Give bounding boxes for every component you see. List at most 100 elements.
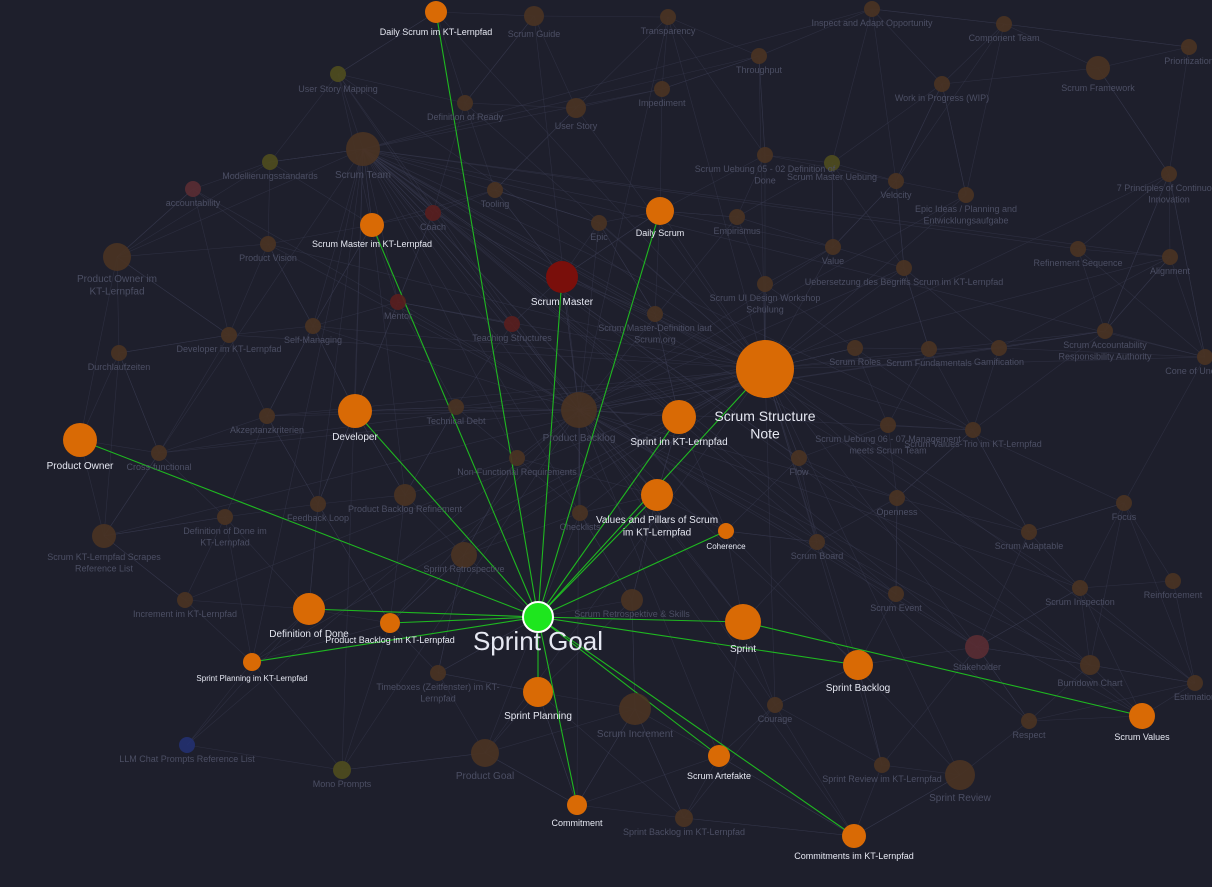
node-scrum-master-kt[interactable] bbox=[360, 213, 384, 237]
node-label-feedback-loop[interactable]: Feedback Loop bbox=[287, 513, 349, 523]
node-label-scrum-fundamentals[interactable]: Scrum Fundamentals bbox=[886, 358, 972, 368]
node-focus[interactable] bbox=[1116, 495, 1132, 511]
node-scrum-events[interactable] bbox=[888, 586, 904, 602]
node-label-openness[interactable]: Openness bbox=[876, 507, 918, 517]
node-label-velocity[interactable]: Velocity bbox=[880, 190, 912, 200]
node-label-product-backlog-kt[interactable]: Product Backlog im KT-Lernpfad bbox=[325, 635, 455, 645]
node-label-sprint-retrospective[interactable]: Sprint Retrospective bbox=[423, 564, 504, 574]
node-label-epic[interactable]: Epic bbox=[590, 232, 608, 242]
node-label-scrum-guide[interactable]: Scrum Guide bbox=[508, 29, 561, 39]
node-label-throughput[interactable]: Throughput bbox=[736, 65, 783, 75]
node-commitments-kt[interactable] bbox=[842, 824, 866, 848]
node-llm-chat-prompts[interactable] bbox=[179, 737, 195, 753]
node-throughput[interactable] bbox=[751, 48, 767, 64]
node-label-self-managing[interactable]: Self-Managing bbox=[284, 335, 342, 345]
node-label-burndown-chart[interactable]: Burndown Chart bbox=[1057, 678, 1123, 688]
node-label-component-team[interactable]: Component Team bbox=[969, 33, 1040, 43]
node-label-impediment[interactable]: Impediment bbox=[638, 98, 686, 108]
node-definition-of-ready[interactable] bbox=[457, 95, 473, 111]
node-label-timeboxes[interactable]: Timeboxes (Zeitfenster) im KT-Lernpfad bbox=[376, 682, 499, 703]
node-developer[interactable] bbox=[338, 394, 372, 428]
node-scrum-kt-lernpfad-ref[interactable] bbox=[92, 524, 116, 548]
node-product-backlog-refinement[interactable] bbox=[394, 484, 416, 506]
node-label-reinforcement[interactable]: Reinforcement bbox=[1144, 590, 1203, 600]
node-label-acceptance[interactable]: Akzeptanzkriterien bbox=[230, 425, 304, 435]
node-label-product-backlog[interactable]: Product Backlog bbox=[543, 433, 616, 444]
node-scrum-structure-note[interactable] bbox=[736, 340, 794, 398]
node-scrum-inspection[interactable] bbox=[1072, 580, 1088, 596]
node-tightly-bound[interactable] bbox=[896, 260, 912, 276]
node-scrum-exercise[interactable] bbox=[880, 417, 896, 433]
node-increment-kt[interactable] bbox=[177, 592, 193, 608]
node-coach[interactable] bbox=[425, 205, 441, 221]
node-scrum-accountability[interactable] bbox=[1097, 323, 1113, 339]
node-label-daily-scrum-kt[interactable]: Daily Scrum im KT-Lernpfad bbox=[380, 27, 493, 37]
node-inspect-adapt[interactable] bbox=[864, 1, 880, 17]
node-openness[interactable] bbox=[889, 490, 905, 506]
node-label-value[interactable]: Value bbox=[822, 256, 844, 266]
node-flow[interactable] bbox=[791, 450, 807, 466]
node-product-owner-kt[interactable] bbox=[103, 243, 131, 271]
node-acceptance[interactable] bbox=[259, 408, 275, 424]
node-label-tooling[interactable]: Tooling bbox=[481, 199, 510, 209]
node-label-accountability[interactable]: accountability bbox=[166, 198, 221, 208]
node-scrum-adaptable[interactable] bbox=[1021, 524, 1037, 540]
node-label-inspect-adapt[interactable]: Inspect and Adapt Opportunity bbox=[811, 18, 933, 28]
node-commitment[interactable] bbox=[567, 795, 587, 815]
node-work-in-progress[interactable] bbox=[934, 76, 950, 92]
node-stakeholder[interactable] bbox=[965, 635, 989, 659]
node-label-increment-kt[interactable]: Increment im KT-Lernpfad bbox=[133, 609, 237, 619]
node-scrum-values[interactable] bbox=[1129, 703, 1155, 729]
node-value[interactable] bbox=[825, 239, 841, 255]
node-mono-prompts[interactable] bbox=[333, 761, 351, 779]
node-label-checklists[interactable]: Checklists bbox=[559, 522, 601, 532]
node-definition-of-done[interactable] bbox=[293, 593, 325, 625]
node-label-focus[interactable]: Focus bbox=[1112, 512, 1137, 522]
node-timeboxes[interactable] bbox=[430, 665, 446, 681]
node-label-sprint-planning-kt[interactable]: Sprint Planning im KT-Lernpfad bbox=[196, 674, 307, 683]
node-label-scrum-team[interactable]: Scrum Team bbox=[335, 170, 391, 181]
node-teaching-structures[interactable] bbox=[504, 316, 520, 332]
node-label-user-story[interactable]: User Story bbox=[555, 121, 598, 131]
node-label-commitment[interactable]: Commitment bbox=[551, 818, 603, 828]
node-label-developer[interactable]: Developer bbox=[332, 432, 378, 443]
node-label-modellierungsstandards[interactable]: Modellierungsstandards bbox=[222, 171, 318, 181]
node-scrum-guide[interactable] bbox=[524, 6, 544, 26]
node-sprint-goal[interactable] bbox=[522, 601, 554, 633]
node-developers-kt[interactable] bbox=[221, 327, 237, 343]
node-label-scrum-uebung[interactable]: Scrum Master Uebung bbox=[787, 172, 877, 182]
node-scrum-board[interactable] bbox=[809, 534, 825, 550]
node-label-teaching-structures[interactable]: Teaching Structures bbox=[472, 333, 552, 343]
node-tooling[interactable] bbox=[487, 182, 503, 198]
node-label-mentor[interactable]: Mentor bbox=[384, 311, 412, 321]
node-product-owner[interactable] bbox=[63, 423, 97, 457]
node-accountability[interactable] bbox=[185, 181, 201, 197]
node-checklists[interactable] bbox=[572, 505, 588, 521]
node-burndown-chart[interactable] bbox=[1080, 655, 1100, 675]
node-product-backlog[interactable] bbox=[561, 392, 597, 428]
node-label-sprint-review[interactable]: Sprint Review bbox=[929, 793, 991, 804]
node-label-transparency[interactable]: Transparency bbox=[641, 26, 696, 36]
node-product-backlog-kt[interactable] bbox=[380, 613, 400, 633]
node-label-scrum-retro-skills[interactable]: Scrum Retrospektive & Skills bbox=[574, 609, 690, 619]
node-velocity[interactable] bbox=[888, 173, 904, 189]
node-user-story-mapping[interactable] bbox=[330, 66, 346, 82]
node-daily-scrum[interactable] bbox=[646, 197, 674, 225]
node-courage[interactable] bbox=[767, 697, 783, 713]
node-scrum-uebung[interactable] bbox=[824, 155, 840, 171]
node-label-non-functional[interactable]: Non-Functional Requirements bbox=[457, 467, 577, 477]
node-sprint-review-kt[interactable] bbox=[874, 757, 890, 773]
node-sprint-review[interactable] bbox=[945, 760, 975, 790]
node-label-scrum-master-kt[interactable]: Scrum Master im KT-Lernpfad bbox=[312, 239, 432, 249]
node-scrum-ui-design[interactable] bbox=[757, 276, 773, 292]
node-label-sprint[interactable]: Sprint bbox=[730, 644, 756, 655]
node-label-refinement-sequence[interactable]: Refinement Sequence bbox=[1033, 258, 1122, 268]
node-prioritization[interactable] bbox=[1181, 39, 1197, 55]
node-epic[interactable] bbox=[591, 215, 607, 231]
